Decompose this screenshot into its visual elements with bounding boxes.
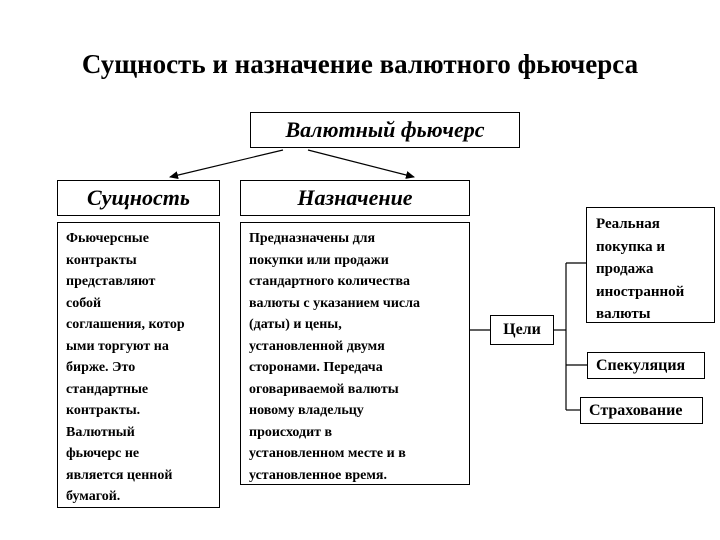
currency-futures-root-box: Валютный фьючерс [250,112,520,148]
page-title: Сущность и назначение валютного фьючерса [81,49,639,79]
arrow-root-to-essence [169,149,284,180]
goal-insurance-label: Страхование [589,401,683,419]
purpose-body-box: Предназначены для покупки или продажи ст… [240,222,470,485]
goals-label: Цели [503,321,541,338]
purpose-header-box: Назначение [240,180,470,216]
essence-body-box: Фьючерсные контракты представляют собой … [57,222,220,508]
essence-header-box: Сущность [57,180,220,216]
goals-box: Цели [490,315,554,345]
goal-speculation-label: Спекуляция [596,356,686,374]
goal-real-purchase-box: Реальная покупка и продажа иностранной в… [586,207,715,323]
purpose-header-label: Назначение [297,185,413,210]
goal-insurance-box: Страхование [580,397,703,424]
currency-futures-root-label: Валютный фьючерс [285,117,485,142]
goal-speculation-box: Спекуляция [587,352,705,379]
arrow-root-to-purpose [307,149,415,179]
essence-header-label: Сущность [87,185,190,210]
